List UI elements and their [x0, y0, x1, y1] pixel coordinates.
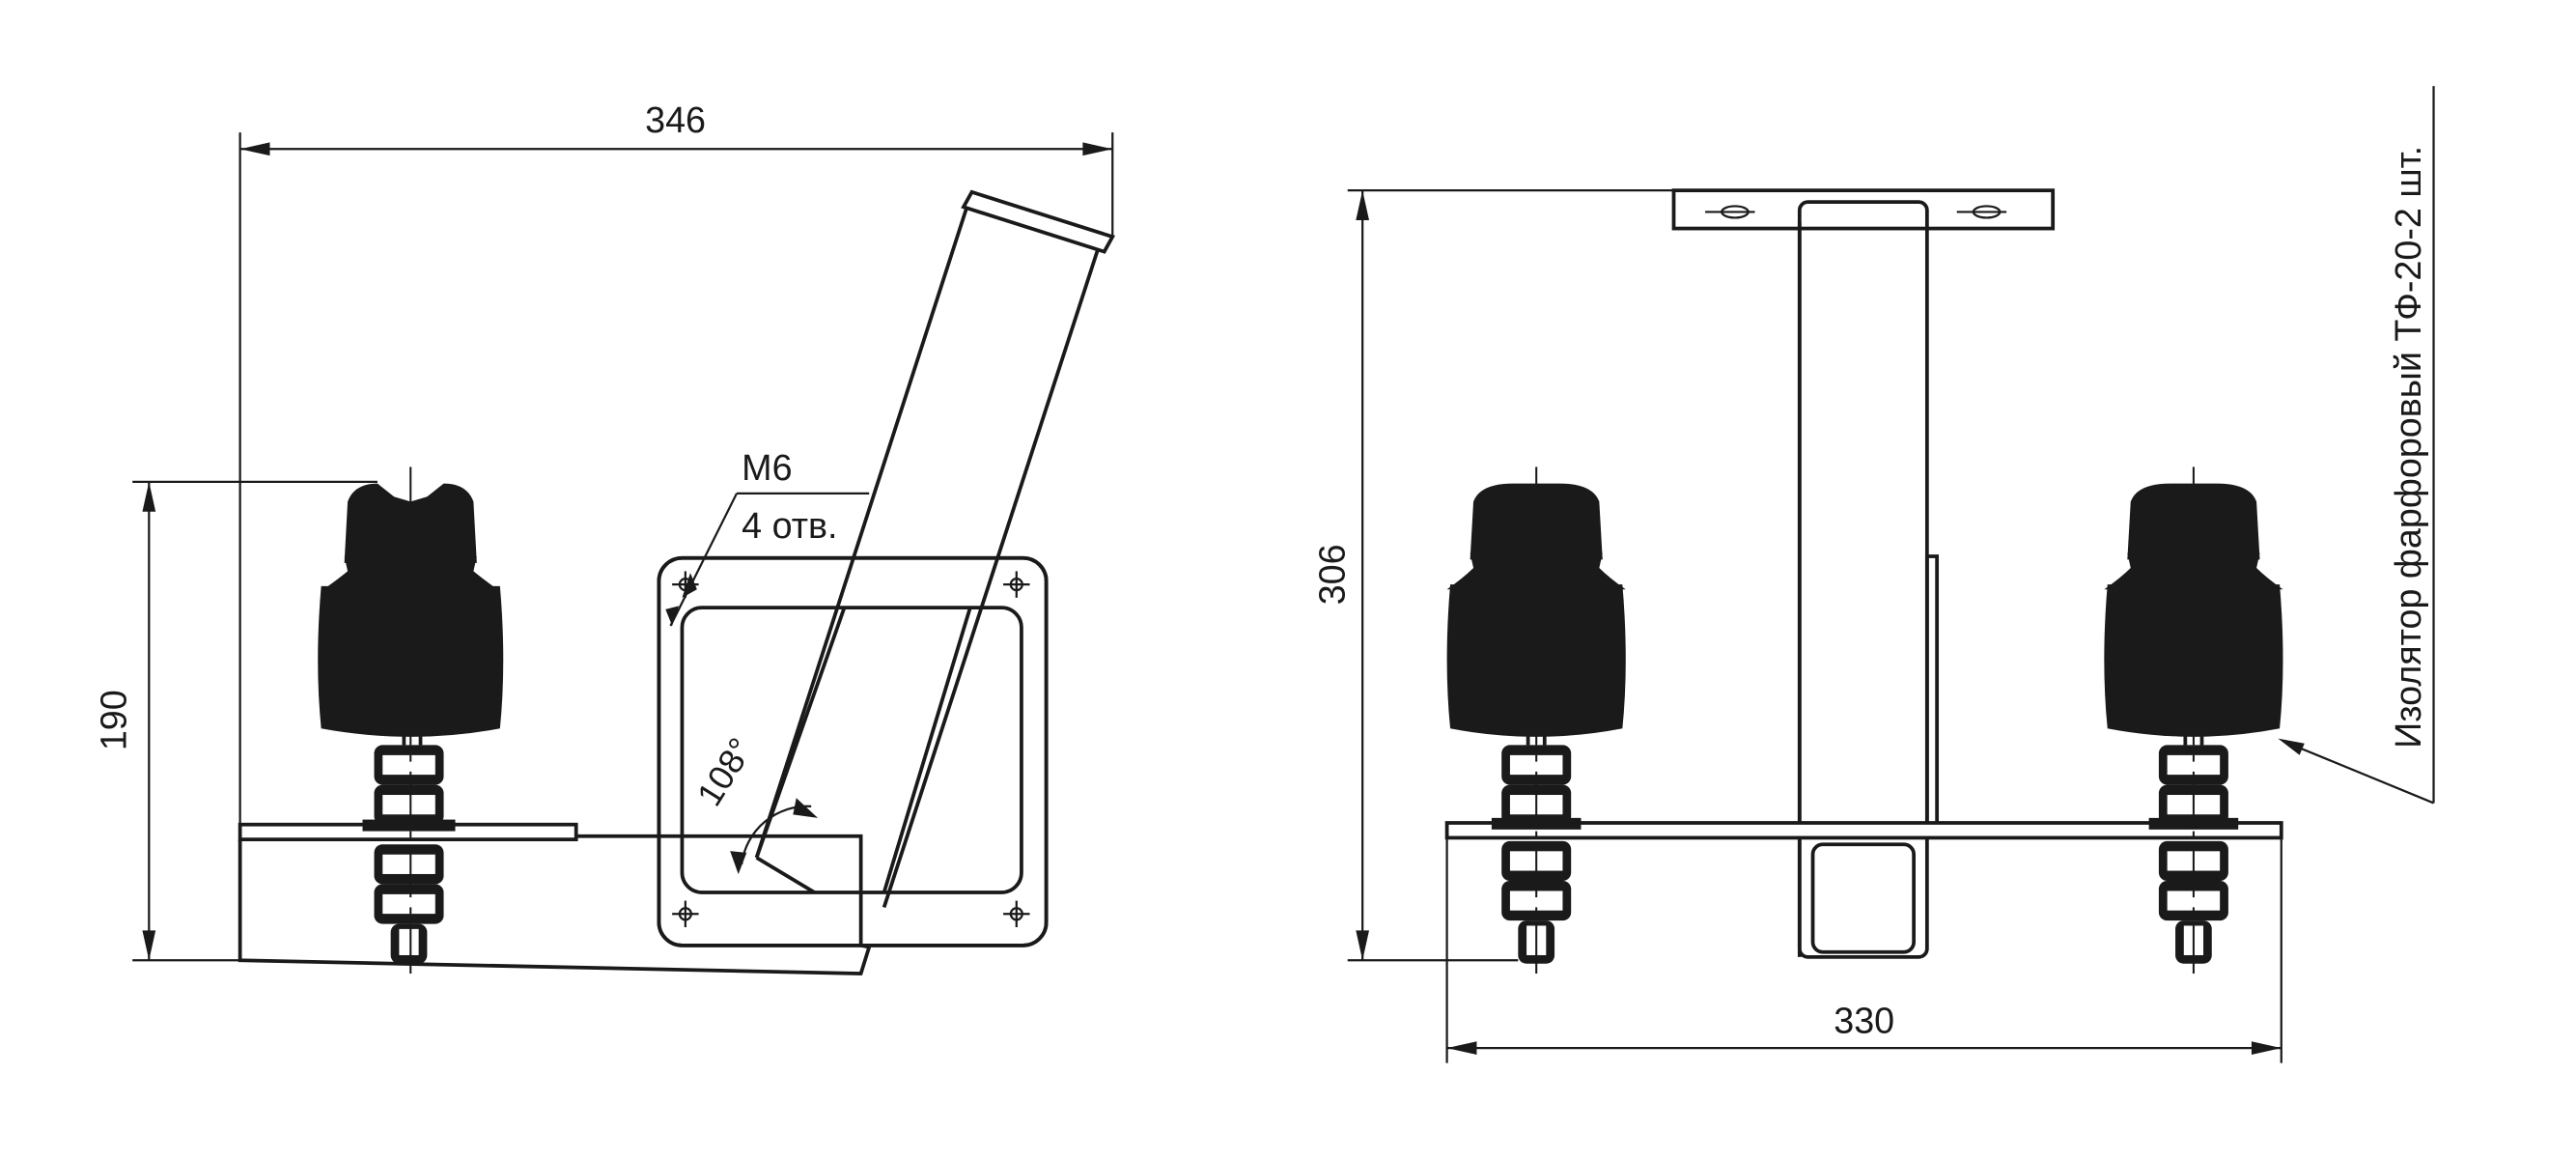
right-dimension-330 — [1445, 837, 2282, 1063]
left-square-frame — [657, 555, 1049, 947]
right-base-bar — [1444, 821, 2283, 840]
insulator-leader — [2278, 86, 2435, 805]
right-dimension-306 — [1347, 189, 1674, 962]
right-mast — [1797, 200, 1940, 959]
dim-label-330: 330 — [1834, 1001, 1894, 1041]
right-view: 306 330 Изолятор фарфоровый ТФ-20-2 шт. — [1311, 86, 2435, 1063]
dim-label-306: 306 — [1311, 544, 1352, 605]
dim-label-190: 190 — [93, 690, 133, 750]
thread-label: M6 — [742, 447, 792, 488]
left-dimension-190 — [132, 480, 378, 962]
right-top-plate — [1671, 188, 2056, 231]
m6-leader — [665, 492, 870, 627]
dim-label-346: 346 — [645, 99, 706, 140]
insulator-label: Изолятор фарфоровый ТФ-20-2 шт. — [2388, 146, 2428, 749]
left-view: 346 190 M6 4 отв. 108° — [93, 99, 1116, 977]
left-dimension-346 — [238, 132, 1114, 825]
left-pipe — [754, 189, 1116, 909]
holes-label: 4 отв. — [742, 505, 837, 546]
angle-arc — [730, 798, 819, 875]
